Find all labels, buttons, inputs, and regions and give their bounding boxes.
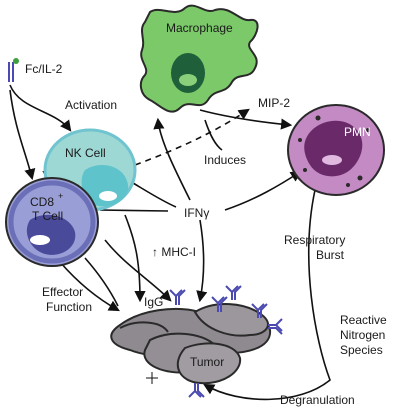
pmn-cell [287, 104, 385, 196]
macrophage-nucleus [171, 53, 205, 93]
arrow-tcell-to-tumor-2 [104, 239, 172, 302]
tumor-label: Tumor [190, 355, 224, 369]
arrow-nk-to-tumor [124, 214, 146, 303]
tumor-mass [110, 303, 272, 385]
rns-label-line1: Reactive [340, 313, 387, 327]
fc-il2-label: Fc/IL-2 [25, 62, 63, 76]
macrophage-label: Macrophage [166, 21, 233, 35]
crosshair-icon [146, 372, 158, 384]
antibody-icon [225, 285, 242, 300]
rns-label-line2: Nitrogen [340, 328, 385, 342]
activation-label: Activation [65, 98, 117, 112]
respiratory-label-line1: Respiratory [284, 233, 345, 247]
rns-label-line3: Species [340, 343, 383, 357]
antibody-icon [251, 303, 268, 318]
antibody-icon [169, 289, 186, 305]
arrow-tcell-to-ifn [99, 209, 169, 212]
arrow-fc-to-nk [9, 84, 72, 132]
arrows [9, 84, 331, 401]
arrow-tcell-effector-1 [59, 261, 120, 312]
fc-il2-ligand [8, 58, 19, 82]
cd8-superscript: + [58, 191, 63, 201]
igg-label: IgG [144, 295, 163, 309]
ifn-label: IFNγ [184, 206, 209, 220]
arrow-ifn-to-macrophage [153, 117, 191, 201]
cd8-label: CD8 [30, 195, 54, 209]
antibody-icon [211, 296, 228, 312]
degranulation-label: Degranulation [280, 393, 355, 407]
antibody-icon [268, 318, 283, 335]
nk-cell-label: NK Cell [65, 146, 106, 160]
cd8-t-cell [5, 177, 99, 267]
induces-label: Induces [204, 153, 246, 167]
arrow-ifn-to-pmn [224, 170, 302, 211]
arrow-tcell-effector-2 [84, 257, 119, 307]
arrow-macrophage-to-pmn [199, 109, 293, 130]
antibody-icon [188, 383, 205, 398]
arrow-macrophage-induces [204, 119, 223, 151]
arrow-fc-to-tcell [9, 89, 36, 181]
arrow-pmn-to-tumor [203, 189, 331, 401]
effector-label-line2: Function [46, 300, 92, 314]
macrophage-cell [139, 4, 259, 113]
effector-label-line1: Effector [42, 285, 83, 299]
mhc-label: ↑ MHC-I [152, 245, 196, 259]
mip2-label: MIP-2 [258, 96, 290, 110]
pmn-nucleus [304, 120, 363, 177]
antibody-group [169, 285, 283, 398]
t-cell-label: T Cell [32, 209, 63, 223]
pmn-label: PMN [344, 125, 371, 139]
arrow-nk-to-ifn [127, 179, 177, 208]
arrow-ifn-to-tumor [196, 219, 208, 303]
respiratory-label-line2: Burst [316, 248, 345, 262]
fc-ligand-dot [13, 58, 19, 64]
